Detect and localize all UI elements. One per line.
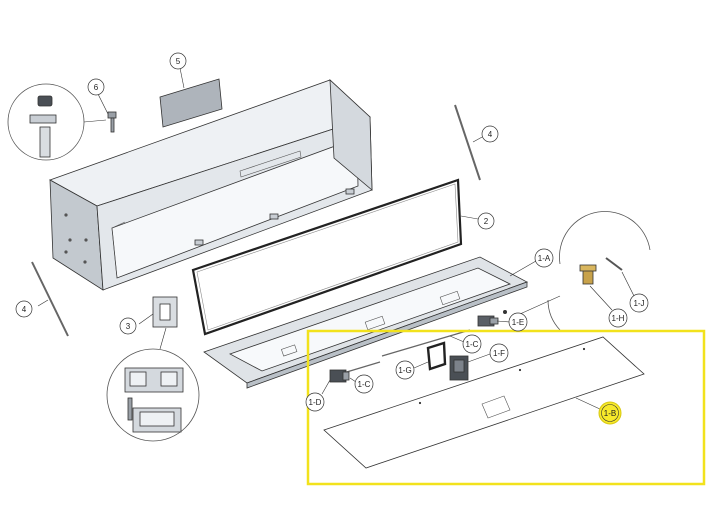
part-2-gasket xyxy=(191,178,479,336)
callout-1E: 1-E xyxy=(508,312,528,332)
callout-1G: 1-G xyxy=(395,360,415,380)
part-4-rod-left xyxy=(31,261,69,337)
callout-2: 2 xyxy=(477,212,495,230)
part-1H-fitting xyxy=(579,264,613,311)
callout-1D: 1-D xyxy=(305,392,325,412)
part-1C-rod-top xyxy=(381,329,471,357)
svg-text:1-D: 1-D xyxy=(309,398,322,407)
part-1J-pin xyxy=(605,257,635,297)
part-1A-door-frame xyxy=(203,256,537,389)
svg-text:1-A: 1-A xyxy=(538,254,551,263)
detail-circle-6 xyxy=(7,83,117,161)
svg-text:4: 4 xyxy=(488,130,493,139)
detail-circle-1H-1J xyxy=(519,211,651,331)
part-5-plate xyxy=(159,67,223,128)
callout-1A: 1-A xyxy=(534,248,554,268)
callout-3: 3 xyxy=(119,317,137,335)
part-1E-latch xyxy=(477,310,511,327)
svg-text:3: 3 xyxy=(126,322,131,331)
enclosure-box xyxy=(49,79,373,291)
svg-text:1-F: 1-F xyxy=(493,349,505,358)
callout-6: 6 xyxy=(87,78,105,96)
callout-1H: 1-H xyxy=(608,308,628,328)
callout-5: 5 xyxy=(169,52,187,70)
callout-4-right: 4 xyxy=(481,125,499,143)
svg-text:1-G: 1-G xyxy=(398,366,411,375)
svg-text:6: 6 xyxy=(94,83,99,92)
callout-1J: 1-J xyxy=(629,293,649,313)
detail-circle-3-hinge xyxy=(106,296,200,442)
callout-4-left: 4 xyxy=(15,300,33,318)
part-1B-panel xyxy=(323,336,645,469)
svg-text:1-H: 1-H xyxy=(612,314,625,323)
svg-text:4: 4 xyxy=(22,305,27,314)
part-1D-latch xyxy=(321,369,350,395)
svg-text:1-E: 1-E xyxy=(512,318,524,327)
part-1G-gasket xyxy=(413,341,447,371)
svg-text:1-J: 1-J xyxy=(633,299,644,308)
svg-text:1-C: 1-C xyxy=(466,340,479,349)
part-1F-lock xyxy=(449,353,491,381)
callout-1C-top: 1-C xyxy=(462,334,482,354)
part-4-rod-right xyxy=(454,104,485,181)
svg-text:1-C: 1-C xyxy=(358,380,371,389)
callout-1C-bottom: 1-C xyxy=(354,374,374,394)
callout-1F: 1-F xyxy=(489,343,509,363)
callout-1B: 1-B xyxy=(598,401,622,425)
svg-text:1-B: 1-B xyxy=(604,409,616,418)
svg-text:5: 5 xyxy=(176,57,181,66)
svg-text:2: 2 xyxy=(484,217,489,226)
